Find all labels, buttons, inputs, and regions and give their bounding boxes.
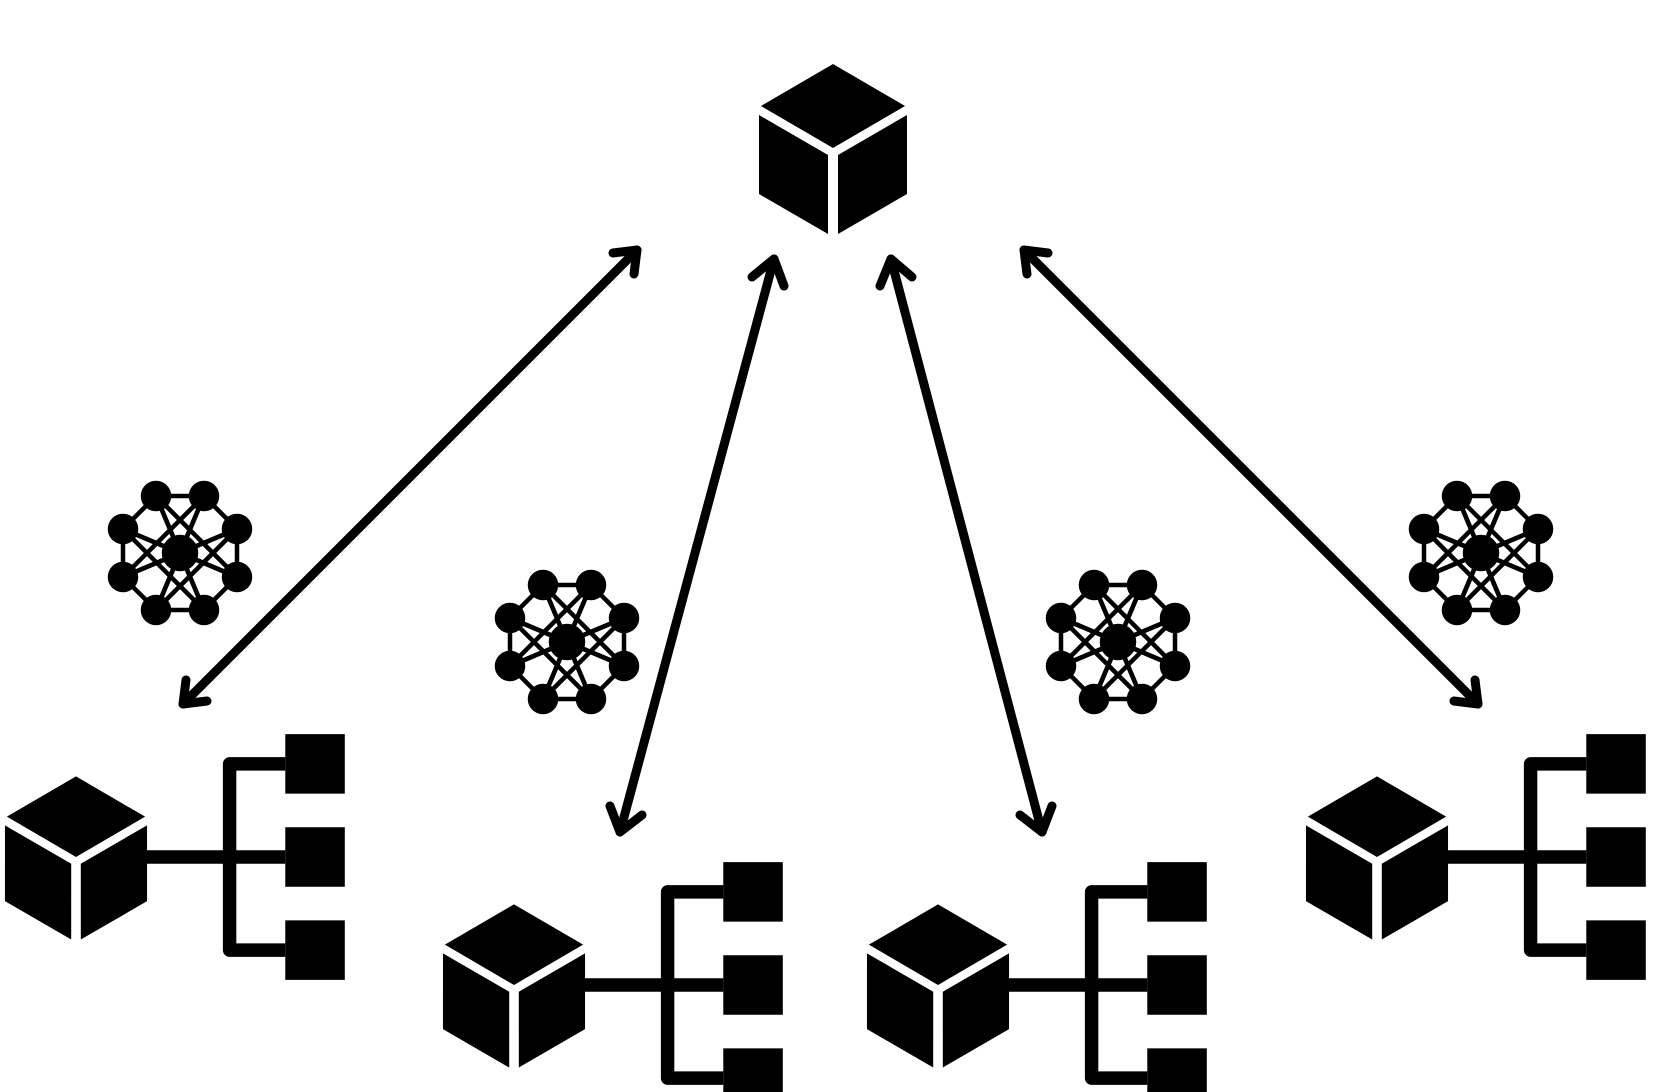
neural-network-icon [1048,572,1188,712]
central-server-cube-icon [759,64,907,234]
cube-hierarchy-icon [867,862,1207,1092]
cube-hierarchy-icon [5,734,345,980]
cube-hierarchy-icon [443,862,783,1092]
double-headed-arrow-icon [605,254,789,837]
double-headed-arrow-icon [875,254,1057,837]
double-headed-arrow-icon [1019,245,1483,709]
client-node-2 [443,862,783,1092]
neural-network-icon [110,483,250,623]
cube-hierarchy-icon [1306,734,1646,980]
client-node-1 [5,734,345,980]
client-node-4 [1306,734,1646,980]
neural-network-icon [1411,483,1551,623]
double-headed-arrow-icon [178,245,642,709]
neural-network-icon [497,572,637,712]
client-node-3 [867,862,1207,1092]
arrows [178,245,1483,837]
